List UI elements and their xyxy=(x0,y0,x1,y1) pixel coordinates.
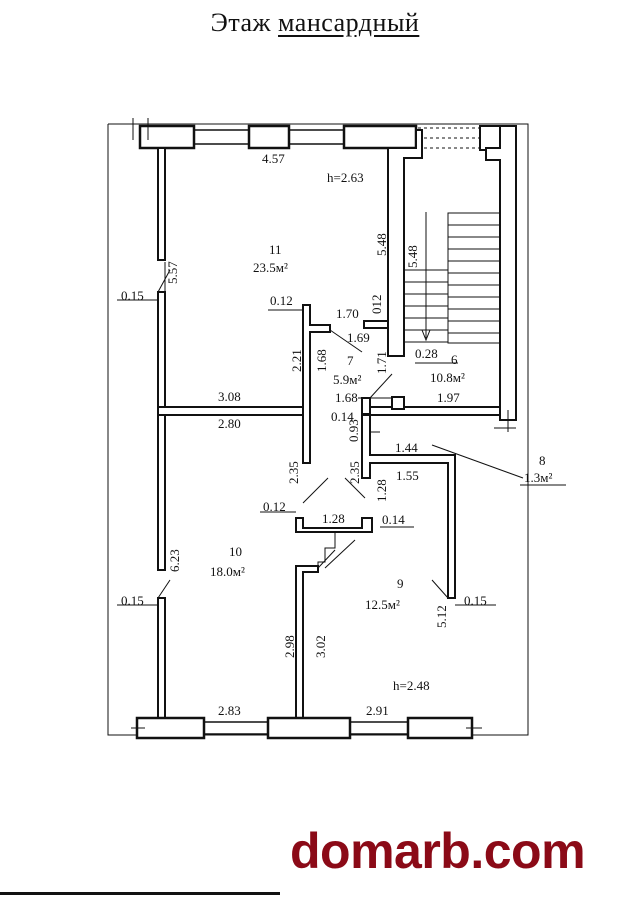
room-10-id: 10 xyxy=(229,544,242,559)
dim-169: 1.69 xyxy=(347,330,370,345)
dim-155: 1.55 xyxy=(396,468,419,483)
wall-stair-left xyxy=(387,129,423,357)
room-6-area: 10.8м² xyxy=(430,370,465,385)
dim-235-a: 2.35 xyxy=(286,461,301,484)
dim-012-a: 0.12 xyxy=(270,293,293,308)
title-prefix: Этаж xyxy=(210,8,272,37)
wall-left-2 xyxy=(157,291,166,421)
room-8-area: 1.3м² xyxy=(524,470,552,485)
wall-left-4 xyxy=(157,597,166,721)
wall-11-10 xyxy=(157,406,311,416)
wall-top-right xyxy=(479,125,501,151)
dim-291: 2.91 xyxy=(366,703,389,718)
wall-corridor xyxy=(295,517,373,533)
window-top-2 xyxy=(247,124,291,150)
dim-144: 1.44 xyxy=(395,440,418,455)
dim-left-upper: 5.57 xyxy=(165,261,180,284)
wall-left-3 xyxy=(157,413,166,571)
dim-548-a: 5.48 xyxy=(374,233,389,256)
dim-298: 2.98 xyxy=(282,635,297,658)
title-main: мансардный xyxy=(278,8,420,37)
window-bottom-2 xyxy=(266,716,352,740)
brand-watermark: domarb.com xyxy=(290,823,586,879)
dim-548-b: 5.48 xyxy=(405,245,420,268)
dim-128-v: 1.28 xyxy=(374,479,389,502)
staircase xyxy=(404,212,501,344)
room-11-area: 23.5м² xyxy=(253,260,288,275)
dim-168-h: 1.68 xyxy=(335,390,358,405)
small-stair-outline xyxy=(317,532,336,568)
window-top-1 xyxy=(138,124,196,150)
wall-left-1 xyxy=(157,147,166,261)
window-top-3 xyxy=(342,124,418,150)
room-10-area: 18.0м² xyxy=(210,564,245,579)
room-8-id: 8 xyxy=(539,453,546,468)
wall-6-bottom xyxy=(361,406,501,416)
bottom-rule xyxy=(0,892,280,895)
room-7-area: 5.9м² xyxy=(333,372,361,387)
height-bottom: h=2.48 xyxy=(393,678,430,693)
dim-197: 1.97 xyxy=(437,390,460,405)
dim-168-v: 1.68 xyxy=(314,349,329,372)
dim-221: 2.21 xyxy=(289,349,304,372)
wall-012-stub xyxy=(363,320,389,329)
dim-028: 0.28 xyxy=(415,346,438,361)
dim-235-b: 2.35 xyxy=(347,461,362,484)
dim-308: 3.08 xyxy=(218,389,241,404)
dim-302: 3.02 xyxy=(313,635,328,658)
dim-wall-015-c: 0.15 xyxy=(464,593,487,608)
dim-280: 2.80 xyxy=(218,416,241,431)
dim-623: 6.23 xyxy=(167,549,182,572)
dim-012-v: 012 xyxy=(369,295,384,315)
dim-012-b: 0.12 xyxy=(263,499,286,514)
room-9-area: 12.5м² xyxy=(365,597,400,612)
dim-014-a: 0.14 xyxy=(331,409,354,424)
room-6-id: 6 xyxy=(451,352,458,367)
height-top: h=2.63 xyxy=(327,170,364,185)
window-bottom-3 xyxy=(406,716,474,740)
room-9-id: 9 xyxy=(397,576,404,591)
room-7-id: 7 xyxy=(347,353,354,368)
wall-stair-right xyxy=(485,125,517,421)
dim-171: 1.71 xyxy=(374,351,389,374)
window-bottom-1 xyxy=(135,716,206,740)
plan-title: Этаж мансардный xyxy=(0,8,630,38)
dim-093: 0.93 xyxy=(346,419,361,442)
dim-128-h: 1.28 xyxy=(322,511,345,526)
wall-7-6 xyxy=(361,397,371,415)
dim-014-b: 0.14 xyxy=(382,512,405,527)
dim-512: 5.12 xyxy=(434,605,449,628)
room-11-id: 11 xyxy=(269,242,282,257)
dim-283: 2.83 xyxy=(218,703,241,718)
outer-frame xyxy=(107,123,529,736)
dim-top-width: 4.57 xyxy=(262,151,285,166)
wall-room7-left xyxy=(302,304,331,464)
dim-wall-015-a: 0.15 xyxy=(121,288,144,303)
chimney xyxy=(391,396,405,410)
dim-wall-015-b: 0.15 xyxy=(121,593,144,608)
dim-170: 1.70 xyxy=(336,306,359,321)
